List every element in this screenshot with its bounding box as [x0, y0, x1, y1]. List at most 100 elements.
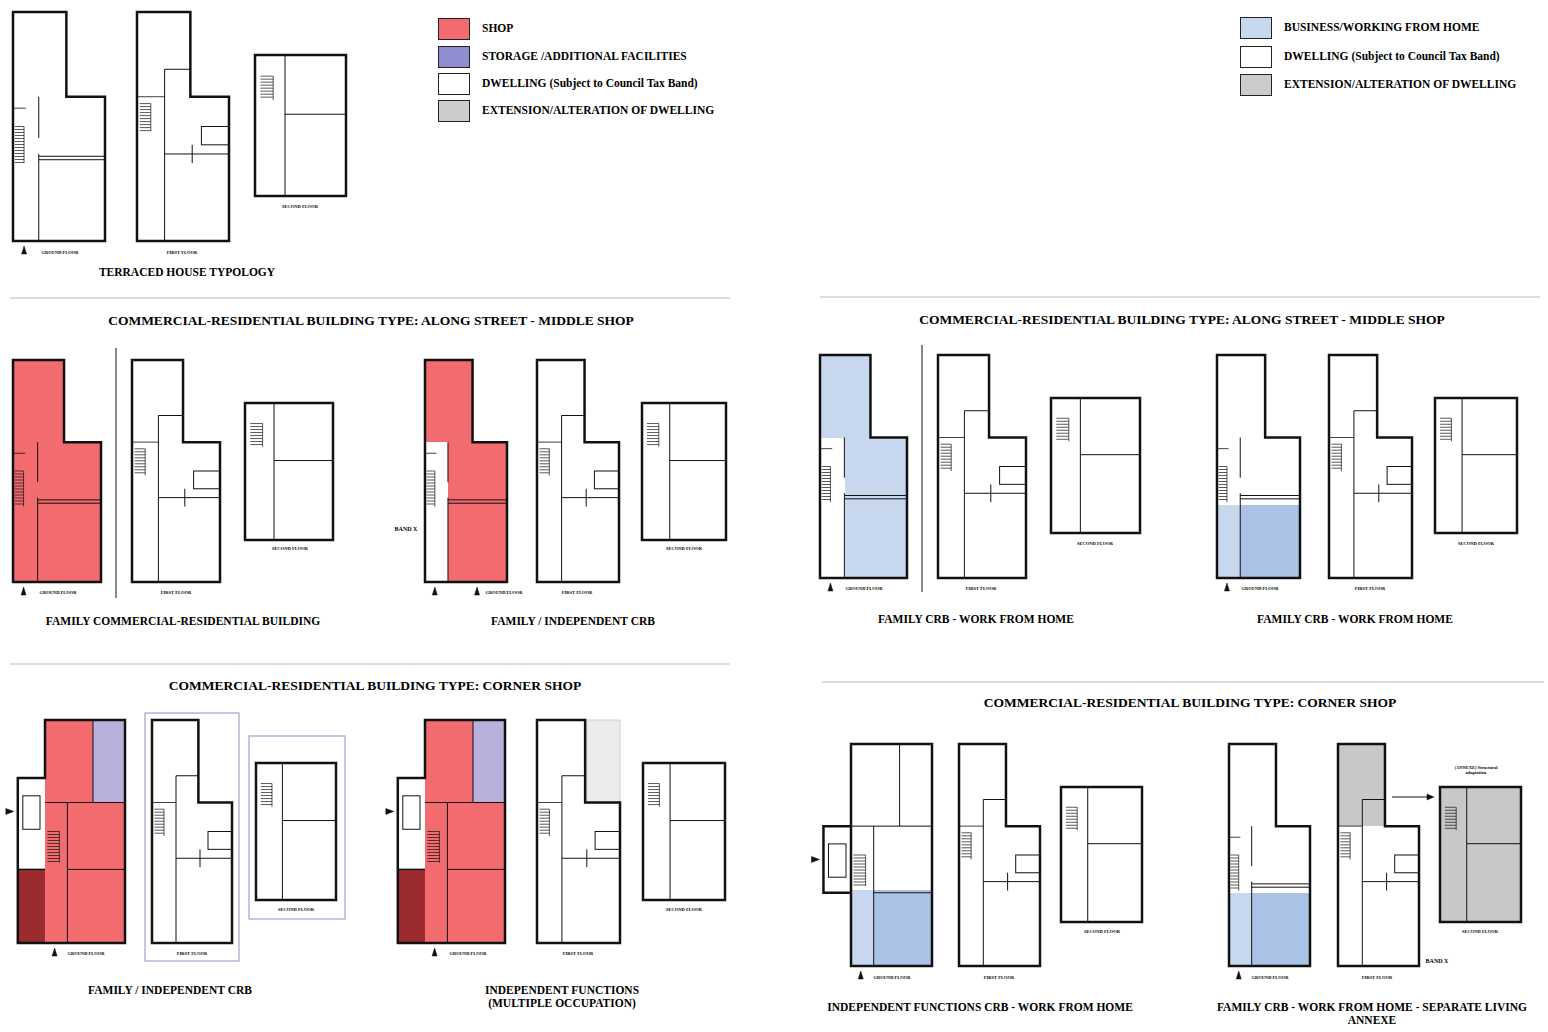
- wall-line: [15, 495, 24, 496]
- wall-line: [135, 448, 146, 449]
- wall-line: [38, 503, 101, 504]
- wall-line: [15, 489, 24, 490]
- wall-line: [15, 483, 24, 484]
- legend-text: SHOP: [482, 22, 513, 34]
- wall-line: [647, 444, 659, 445]
- wall-line: [1440, 421, 1451, 422]
- wall-line: [150, 104, 151, 131]
- wall-line: [648, 783, 659, 784]
- wall-line: [15, 147, 24, 148]
- wall-line: [822, 478, 831, 479]
- wall-line: [427, 843, 439, 844]
- wall-line: [658, 424, 659, 447]
- wall-line: [260, 76, 273, 77]
- floor-fill: [425, 803, 505, 943]
- wall-line: [1231, 876, 1239, 877]
- wall-line: [1440, 439, 1451, 440]
- legend-swatch: [1240, 46, 1272, 68]
- wall-line: [941, 468, 952, 469]
- wall-line: [961, 841, 971, 842]
- wall-line: [1353, 411, 1354, 578]
- wall-line: [260, 97, 273, 98]
- wall-line: [1331, 459, 1341, 460]
- wall-line: [941, 444, 952, 445]
- grouping-frame: [145, 713, 239, 961]
- wall-line: [427, 855, 439, 856]
- wall-line: [1231, 867, 1239, 868]
- wall-line: [1240, 495, 1300, 496]
- wall-line: [135, 454, 146, 455]
- wall-line: [822, 469, 831, 470]
- plan-outline: [820, 355, 907, 578]
- wall-line: [250, 423, 262, 424]
- wall-line: [448, 499, 507, 500]
- wall-line: [425, 453, 436, 454]
- floor-label: SECOND FLOOR: [282, 204, 318, 209]
- section-title: COMMERCIAL-RESIDENTIAL BUILDING TYPE: CO…: [984, 695, 1396, 711]
- wall-line: [844, 498, 907, 499]
- wall-line: [261, 795, 272, 796]
- wall-line: [1340, 847, 1350, 848]
- floor-fill: [1229, 893, 1252, 966]
- wall-line: [1440, 418, 1451, 419]
- floor-fill: [851, 890, 874, 966]
- plan-outline: [137, 12, 229, 241]
- wall-line: [1219, 469, 1227, 470]
- wall-line: [549, 449, 550, 476]
- wall-line: [140, 109, 151, 110]
- wall-line: [37, 498, 38, 582]
- wall-line: [648, 792, 659, 793]
- wall-line: [427, 489, 435, 490]
- wall-line: [427, 858, 439, 859]
- floor-label: GROUND FLOOR: [449, 951, 486, 956]
- wall-line: [1219, 493, 1227, 494]
- wall-line: [539, 451, 549, 452]
- wall-line: [820, 297, 1540, 298]
- wall-line: [539, 827, 549, 828]
- wall-line: [47, 858, 59, 859]
- wall-line: [67, 869, 125, 870]
- floor-fill: [1217, 505, 1240, 578]
- plan-outline: [152, 720, 232, 943]
- plan-outline: [18, 720, 125, 943]
- legend-text: STORAGE /ADDITIONAL FACILITIES: [482, 50, 687, 62]
- floor-label: FIRST FLOOR: [161, 590, 191, 595]
- wall-line: [137, 96, 165, 97]
- wall-line: [273, 76, 274, 100]
- plan-outline: [643, 763, 725, 900]
- entrance-arrow: [811, 856, 819, 862]
- wall-line: [1056, 424, 1068, 425]
- wall-line: [562, 497, 619, 498]
- wall-line: [941, 462, 952, 463]
- plan-outline: [851, 744, 932, 966]
- wall-line: [15, 501, 24, 502]
- wall-line: [1219, 496, 1227, 497]
- floor-fill: [425, 360, 473, 442]
- wall-line: [1231, 873, 1239, 874]
- wall-line: [154, 830, 164, 831]
- wall-line: [1219, 481, 1227, 482]
- wall-line: [647, 432, 659, 433]
- floor-fill: [425, 720, 473, 803]
- wall-line: [1066, 825, 1077, 826]
- wall-line: [260, 79, 273, 80]
- floor-fill: [473, 720, 505, 803]
- wall-line: [844, 493, 845, 578]
- wall-line: [176, 775, 198, 776]
- wall-line: [38, 154, 39, 241]
- wall-line: [822, 487, 831, 488]
- wall-line: [648, 798, 659, 799]
- floor-label: FIRST FLOOR: [562, 590, 592, 595]
- wall-line: [145, 449, 146, 476]
- floor-label: SECOND FLOOR: [278, 907, 314, 912]
- wall-line: [844, 438, 845, 478]
- wall-line: [539, 472, 549, 473]
- wall-line: [154, 824, 164, 825]
- plan-outline: [938, 355, 1026, 578]
- wall-line: [427, 483, 435, 484]
- wall-line: [434, 471, 435, 507]
- wall-line: [15, 126, 24, 127]
- wall-line: [135, 457, 146, 458]
- legend-swatch: [438, 18, 470, 40]
- extension-fill: [587, 720, 620, 803]
